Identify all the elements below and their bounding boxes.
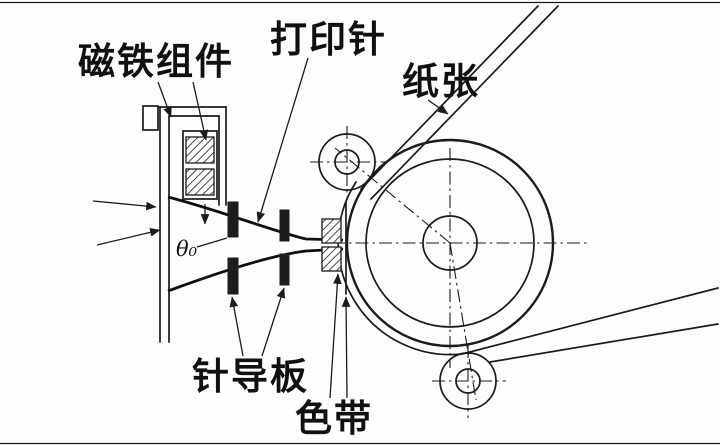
leader-paper: [427, 99, 449, 115]
leader-guide-plate-2: [261, 287, 286, 357]
leader-magnet-assembly-2: [192, 81, 209, 141]
label-pin-guide-plate: 针导板: [192, 356, 309, 397]
pointer-left-upper: [92, 200, 157, 211]
platen-centerline-to-top-roller: [334, 147, 451, 244]
leader-theta-angle: [196, 237, 228, 248]
leader-magnet-assembly-1: [157, 81, 172, 118]
label-paper: 纸张: [402, 61, 480, 102]
guide-plate-2-lower: [279, 253, 290, 286]
leader-print-pin: [256, 57, 309, 223]
platen-centerline-to-bottom-roller: [449, 242, 477, 401]
leader-ribbon-2: [341, 296, 351, 399]
label-pin-angle-theta: θ₀: [176, 237, 198, 261]
print-pin-upper-curve: [167, 195, 344, 242]
pointer-left-lower: [96, 228, 161, 246]
paper-path: [337, 5, 719, 363]
guide-plate-2-upper: [279, 209, 290, 242]
label-ribbon: 色带: [295, 398, 373, 439]
paper-wrap-arc: [337, 181, 463, 356]
paper-exit-line-1: [461, 287, 719, 355]
feed-roller-bottom: [432, 345, 506, 418]
paper-incoming-line-1: [370, 5, 559, 200]
leader-ribbon-1: [329, 273, 342, 399]
guide-plate-1-lower: [227, 257, 239, 295]
magnet-assembly-drawing: [142, 105, 227, 343]
leader-lines: [92, 57, 449, 399]
magnet-bracket-block: [142, 105, 159, 131]
label-magnet-assembly: 磁铁组件: [78, 41, 234, 82]
print-pin-lower-curve: [167, 247, 344, 293]
leader-guide-plate-1: [229, 296, 244, 357]
platen-roller: [332, 138, 588, 401]
ribbon-drawing: [321, 201, 347, 295]
ribbon-lower-block: [321, 246, 342, 272]
print-pins-drawing: [167, 195, 344, 293]
pin-guide-plates-drawing: [227, 201, 290, 295]
paper-incoming-line-2: [360, 5, 539, 190]
ribbon-upper-block: [321, 218, 342, 244]
magnet-coil-winding-upper: [185, 136, 215, 164]
magnet-coil-winding-lower: [185, 168, 215, 196]
label-print-pin: 打印针: [270, 19, 387, 60]
feed-roller-top: [310, 126, 386, 200]
guide-plate-1-upper: [227, 201, 239, 238]
paper-exit-line-2: [489, 323, 719, 363]
